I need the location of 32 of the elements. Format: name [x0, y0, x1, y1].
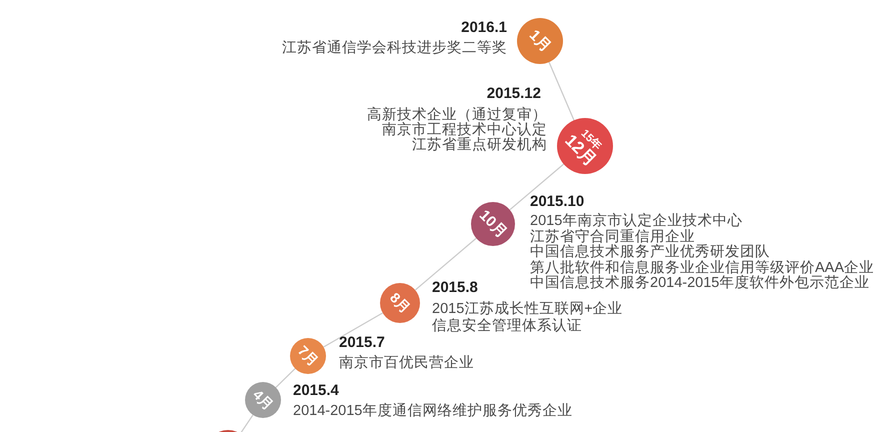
timeline-line [509, 164, 564, 210]
timeline-line [240, 414, 254, 432]
award-text: 南京市百优民营企业 [339, 355, 474, 371]
award-text: 江苏省守合同重信用企业 [530, 228, 695, 244]
award-text: 2014-2015年度通信网络维护服务优秀企业 [293, 403, 572, 419]
month-label: 10月 [476, 206, 510, 242]
award-text: 江苏省重点研发机构 [412, 137, 547, 153]
month-label: 8月 [386, 289, 414, 317]
date-label: 2015.7 [339, 334, 385, 352]
date-label: 2016.1 [461, 19, 507, 37]
award-text: 南京市工程技术中心认定 [382, 122, 547, 138]
date-label: 2015.10 [530, 193, 584, 211]
date-label: 2015.12 [486, 85, 541, 103]
award-text: 信息安全管理体系认证 [432, 318, 582, 334]
month-label: 7月 [294, 342, 322, 370]
month-label: 4月 [249, 386, 277, 414]
award-text: 2015年南京市认定企业技术中心 [530, 213, 742, 229]
timeline-line [548, 62, 575, 120]
award-text: 中国信息技术服务2014-2015年度软件外包示范企业 [530, 275, 870, 291]
timeline-circle [380, 283, 420, 323]
timeline-circle [517, 18, 563, 64]
date-label: 2015.8 [432, 279, 478, 297]
award-text: 2015江苏成长性互联网+企业 [432, 301, 623, 317]
month-label: 1月 [526, 26, 554, 56]
timeline-line [323, 312, 383, 348]
timeline-line [414, 238, 477, 290]
award-text: 第八批软件和信息服务业企业信用等级评价AAA企业 [530, 260, 874, 276]
timeline-line [275, 368, 296, 388]
date-label: 2015.4 [293, 382, 339, 400]
award-text: 中国信息技术服务产业优秀研发团队 [530, 244, 770, 260]
award-text: 高新技术企业（通过复审） [367, 107, 547, 123]
award-text: 江苏省通信学会科技进步奖二等奖 [282, 40, 507, 56]
